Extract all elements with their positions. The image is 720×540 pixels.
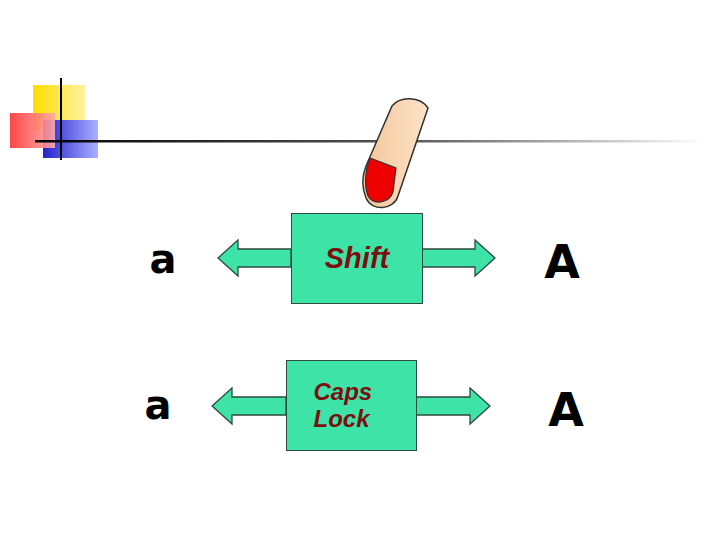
block-arrow — [218, 240, 291, 276]
red-square — [10, 113, 55, 148]
finger-illustration — [363, 99, 428, 208]
key-box: Shift — [291, 213, 423, 304]
vertical-rule — [60, 78, 62, 160]
key-label: Caps Lock — [314, 379, 390, 432]
block-arrow — [212, 388, 286, 424]
horizontal-rule — [35, 140, 705, 143]
letter-label: a — [145, 385, 172, 425]
letter-label: A — [548, 387, 584, 433]
letter-label: A — [544, 239, 580, 285]
letter-label: a — [150, 239, 177, 279]
key-box: Caps Lock — [286, 360, 417, 451]
block-arrow — [416, 388, 490, 424]
block-arrow — [422, 240, 495, 276]
key-label: Shift — [325, 243, 389, 275]
